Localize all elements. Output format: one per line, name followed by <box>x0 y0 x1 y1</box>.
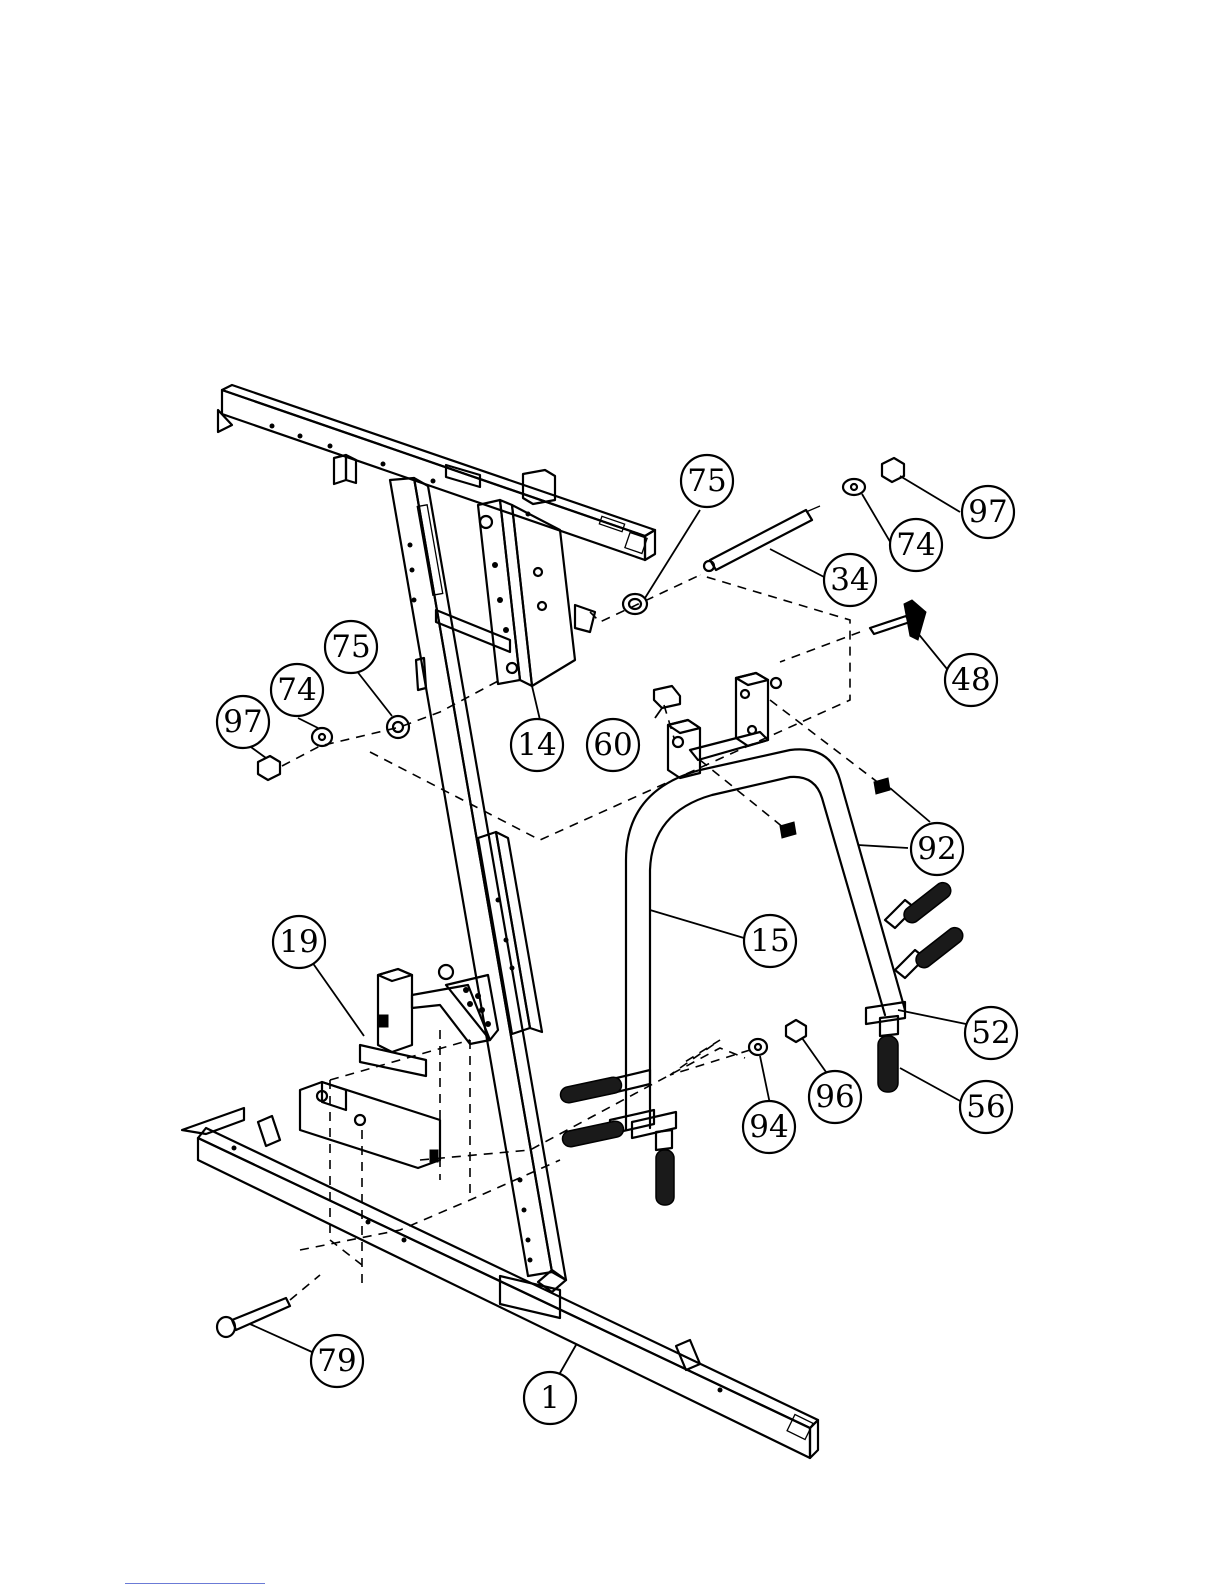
callout-79: 79 <box>311 1335 363 1387</box>
callout-label: 92 <box>917 831 956 867</box>
callout-label: 52 <box>971 1015 1010 1051</box>
callout-label: 60 <box>593 727 632 763</box>
callout-60: 60 <box>587 719 639 771</box>
callout-label: 34 <box>830 562 869 598</box>
callout-label: 75 <box>687 463 726 499</box>
callout-97-top: 97 <box>962 486 1014 538</box>
callout-75-top: 75 <box>681 455 733 507</box>
callout-label: 96 <box>815 1079 854 1115</box>
callout-97-left: 97 <box>217 696 269 748</box>
hardware <box>217 458 926 1337</box>
callout-label: 97 <box>223 704 262 740</box>
callout-label: 14 <box>517 727 556 763</box>
callout-label: 56 <box>966 1089 1005 1125</box>
upright-sleeve <box>478 832 542 1034</box>
part-14-carriage <box>416 500 595 690</box>
callout-label: 79 <box>317 1343 356 1379</box>
callout-label: 48 <box>951 662 990 698</box>
lower-frame-block <box>300 1082 440 1168</box>
callout-75-left: 75 <box>325 621 377 673</box>
callout-label: 97 <box>968 494 1007 530</box>
callout-56: 56 <box>960 1081 1012 1133</box>
callout-label: 94 <box>749 1109 788 1145</box>
callout-94: 94 <box>743 1101 795 1153</box>
callout-15: 15 <box>744 915 796 967</box>
callout-label: 74 <box>277 672 316 708</box>
callout-48: 48 <box>945 654 997 706</box>
callout-label: 1 <box>540 1380 560 1416</box>
callout-label: 75 <box>331 629 370 665</box>
callout-92: 92 <box>911 823 963 875</box>
callout-label: 19 <box>279 924 318 960</box>
callout-1: 1 <box>524 1372 576 1424</box>
callout-label: 15 <box>750 923 789 959</box>
callout-74-top: 74 <box>890 519 942 571</box>
callout-74-left: 74 <box>271 664 323 716</box>
leader-lines <box>244 476 966 1380</box>
callout-34: 34 <box>824 554 876 606</box>
callout-14: 14 <box>511 719 563 771</box>
footer-rule <box>125 1583 265 1584</box>
callout-label: 74 <box>896 527 935 563</box>
part-15-arm <box>626 673 905 1138</box>
callout-52: 52 <box>965 1007 1017 1059</box>
callout-19: 19 <box>273 916 325 968</box>
callout-96: 96 <box>809 1071 861 1123</box>
